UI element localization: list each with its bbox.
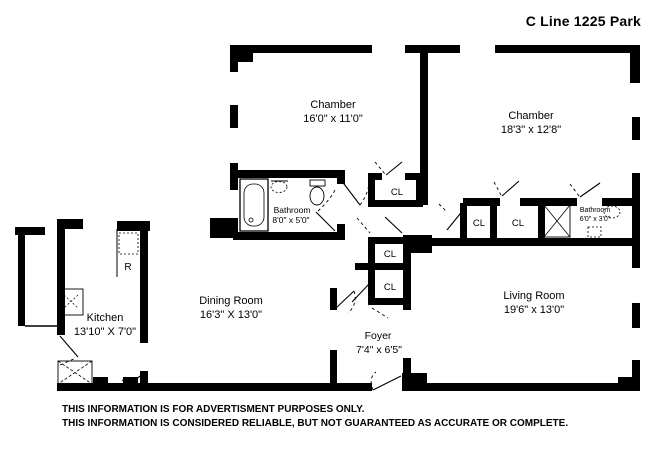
room-label-chamber-right: Chamber xyxy=(508,110,554,122)
room-label-chamber-left: Chamber xyxy=(310,99,356,111)
door-swing xyxy=(335,290,356,314)
room-label-kitchen: Kitchen xyxy=(87,312,124,324)
disclaimer: THIS INFORMATION IS FOR ADVERTISMENT PUR… xyxy=(62,403,568,431)
room-label-living-room: Living Room xyxy=(503,290,564,302)
door-swing xyxy=(374,161,403,176)
door-swing xyxy=(121,371,147,389)
toilet-icon xyxy=(309,179,326,206)
closet-label: CL xyxy=(473,218,485,229)
shower-icon xyxy=(543,204,571,238)
refrigerator-label: R xyxy=(124,262,131,273)
door-swing xyxy=(315,187,337,232)
closet-label: CL xyxy=(384,249,396,260)
closet-label: CL xyxy=(391,187,403,198)
refrigerator-icon xyxy=(116,229,139,277)
door-swing xyxy=(438,203,465,231)
room-label-foyer: Foyer xyxy=(365,330,392,342)
room-label-bathroom-left: Bathroom xyxy=(274,205,311,215)
closet-label: CL xyxy=(384,282,396,293)
room-dims-bathroom-right: 6'0" x 3'0" xyxy=(580,216,611,223)
door-swing xyxy=(493,180,520,197)
door-swing xyxy=(340,179,370,206)
disclaimer-line-1: THIS INFORMATION IS FOR ADVERTISMENT PUR… xyxy=(62,404,365,415)
toilet-icon xyxy=(603,205,621,219)
kitchen-sink-icon xyxy=(61,288,84,316)
room-label-bathroom-right: Bathroom xyxy=(580,207,611,214)
sink-icon xyxy=(270,180,288,193)
plan-title: C Line 1225 Park xyxy=(525,13,641,29)
room-dims-chamber-right: 18'3" x 12'8" xyxy=(501,124,561,136)
room-dims-living-room: 19'6" x 13'0" xyxy=(504,304,564,316)
room-dims-dining-room: 16'3" X 13'0" xyxy=(200,309,262,321)
service-area-icon xyxy=(57,360,93,385)
bathtub-icon xyxy=(239,178,269,232)
room-label-dining-room: Dining Room xyxy=(199,295,263,307)
door-swings xyxy=(59,161,601,391)
door-swing xyxy=(370,371,402,391)
door-swing xyxy=(356,216,403,234)
closet-label: CL xyxy=(512,218,524,229)
sink-icon xyxy=(587,226,602,238)
disclaimer-line-2: THIS INFORMATION IS CONSIDERED RELIABLE,… xyxy=(62,418,569,429)
door-swing xyxy=(569,182,601,198)
room-dims-foyer: 7'4" x 6'5" xyxy=(356,344,402,356)
room-dims-bathroom-left: 8'0" x 5'0" xyxy=(272,215,309,225)
room-dims-chamber-left: 16'0" x 11'0" xyxy=(303,113,363,125)
walls xyxy=(15,45,640,391)
fixtures xyxy=(25,178,621,385)
room-dims-kitchen: 13'10" X 7'0" xyxy=(74,326,136,338)
